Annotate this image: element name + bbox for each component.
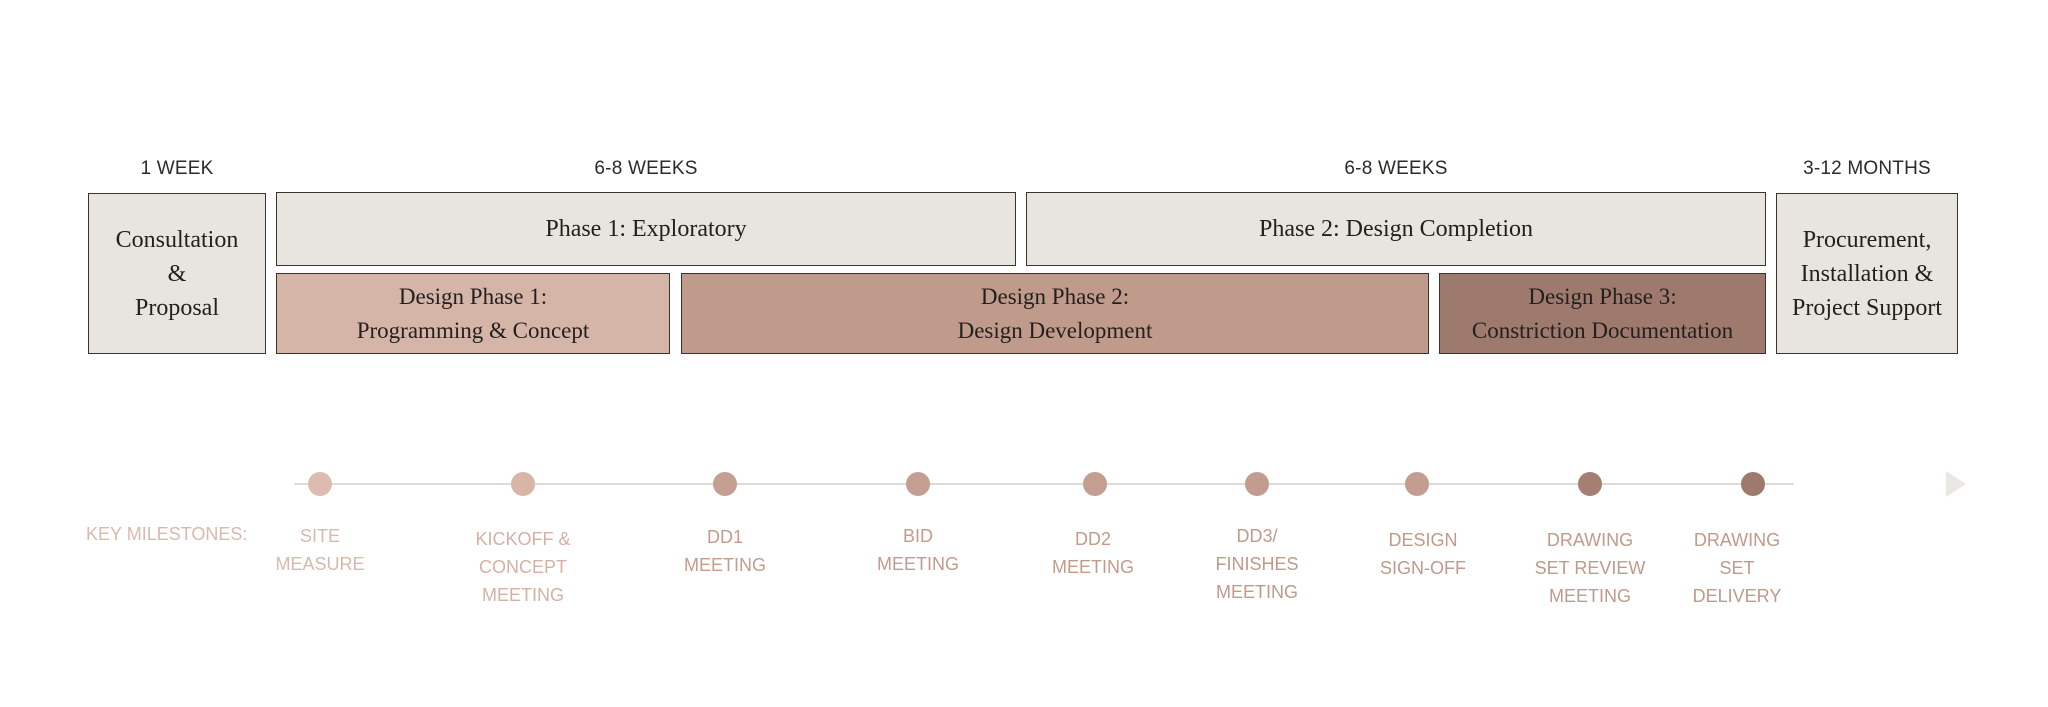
- milestone-label: DD2 MEETING: [1051, 529, 1134, 577]
- procurement-box: Procurement, Installation & Project Supp…: [1776, 193, 1958, 354]
- milestone-label: DESIGN SIGN-OFF: [1380, 530, 1466, 578]
- milestone-dot: [1741, 472, 1765, 496]
- timeline-arrow-icon: [1946, 471, 1966, 497]
- milestone-label: DRAWING SET DELIVERY: [1692, 530, 1782, 606]
- duration-phase-1: 6-8 WEEKS: [594, 158, 698, 179]
- milestone-track: [294, 483, 1794, 485]
- milestone-dot: [1083, 472, 1107, 496]
- procurement-label: Procurement, Installation & Project Supp…: [1792, 226, 1942, 321]
- phase-2-box: Phase 2: Design Completion: [1026, 192, 1766, 266]
- design-phase-2-label: Design Phase 2: Design Development: [957, 283, 1153, 343]
- milestone-dot: [308, 472, 332, 496]
- milestone-label: DD1 MEETING: [683, 527, 766, 575]
- design-phase-2-box: Design Phase 2: Design Development: [681, 273, 1429, 354]
- milestone-dot: [511, 472, 535, 496]
- milestone-dot: [713, 472, 737, 496]
- milestone-label: DRAWING SET REVIEW MEETING: [1534, 530, 1646, 606]
- design-phase-3-box: Design Phase 3: Constriction Documentati…: [1439, 273, 1766, 354]
- duration-phase-2: 6-8 WEEKS: [1344, 158, 1448, 179]
- consultation-box: Consultation & Proposal: [88, 193, 266, 354]
- design-phase-1-label: Design Phase 1: Programming & Concept: [356, 283, 590, 343]
- milestone-dot: [1405, 472, 1429, 496]
- design-phase-3-label: Design Phase 3: Constriction Documentati…: [1471, 283, 1734, 343]
- milestone-label: DD3/ FINISHES MEETING: [1215, 526, 1299, 602]
- milestone-label: BID MEETING: [876, 526, 959, 574]
- design-phase-1-box: Design Phase 1: Programming & Concept: [276, 273, 670, 354]
- phase-1-box: Phase 1: Exploratory: [276, 192, 1016, 266]
- phase-1-label: Phase 1: Exploratory: [545, 215, 747, 242]
- duration-procurement: 3-12 MONTHS: [1803, 158, 1931, 179]
- milestone-dot: [1245, 472, 1269, 496]
- consultation-label: Consultation & Proposal: [115, 226, 239, 321]
- milestone-dot: [1578, 472, 1602, 496]
- milestone-label: KICKOFF & CONCEPT MEETING: [475, 529, 571, 605]
- duration-consultation: 1 WEEK: [140, 158, 214, 179]
- milestone-label: SITE MEASURE: [275, 526, 365, 574]
- phase-2-label: Phase 2: Design Completion: [1259, 215, 1533, 242]
- key-milestones-label: KEY MILESTONES:: [86, 524, 248, 544]
- milestone-dot: [906, 472, 930, 496]
